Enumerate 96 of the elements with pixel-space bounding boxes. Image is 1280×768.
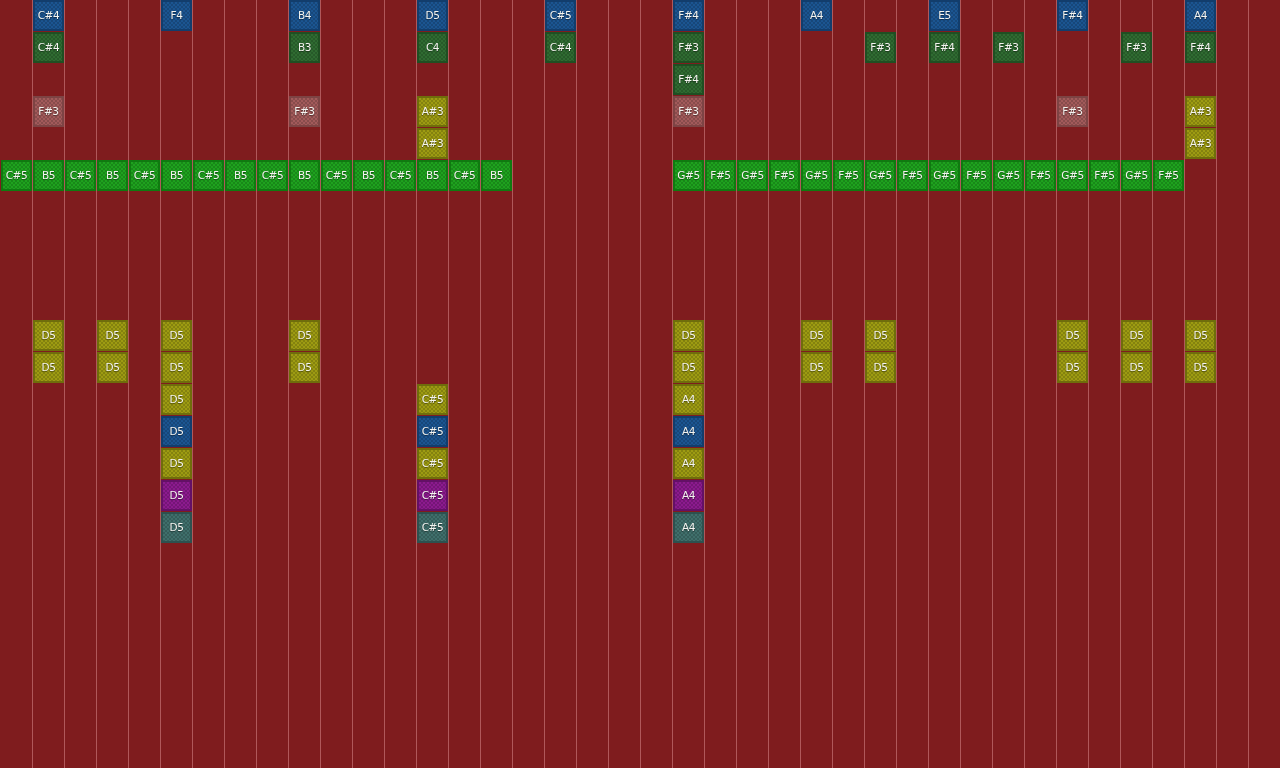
note-block: D5 [1057, 352, 1088, 383]
note-block: B5 [225, 160, 256, 191]
note-block: A#3 [1185, 96, 1216, 127]
note-block: C#4 [33, 0, 64, 31]
note-block: D5 [801, 352, 832, 383]
note-block: A4 [1185, 0, 1216, 31]
note-block: F#5 [705, 160, 736, 191]
note-block: G#5 [993, 160, 1024, 191]
note-block: F#4 [1057, 0, 1088, 31]
note-block: D5 [1057, 320, 1088, 351]
note-block: F#5 [833, 160, 864, 191]
note-block: D5 [97, 352, 128, 383]
note-block: F#5 [897, 160, 928, 191]
note-block: A4 [673, 416, 704, 447]
note-block: G#5 [1057, 160, 1088, 191]
note-block: B5 [289, 160, 320, 191]
note-block: B5 [481, 160, 512, 191]
note-block: C#5 [385, 160, 416, 191]
note-block: G#5 [673, 160, 704, 191]
note-block: C#5 [417, 512, 448, 543]
note-block: B4 [289, 0, 320, 31]
note-block: F#5 [769, 160, 800, 191]
note-block: D5 [417, 0, 448, 31]
note-block: F#3 [33, 96, 64, 127]
note-block: F4 [161, 0, 192, 31]
note-block: D5 [865, 352, 896, 383]
note-block: G#5 [737, 160, 768, 191]
note-block: F#3 [865, 32, 896, 63]
note-block: G#5 [929, 160, 960, 191]
note-block: G#5 [1121, 160, 1152, 191]
note-block: C#5 [257, 160, 288, 191]
note-block: F#5 [961, 160, 992, 191]
note-block: D5 [1185, 352, 1216, 383]
note-block: D5 [673, 352, 704, 383]
note-block: C#5 [129, 160, 160, 191]
note-block: C#4 [33, 32, 64, 63]
note-block: A4 [673, 384, 704, 415]
note-block: C#5 [417, 480, 448, 511]
note-block: G#5 [865, 160, 896, 191]
note-block: D5 [161, 448, 192, 479]
note-block: C#5 [417, 384, 448, 415]
note-block: D5 [801, 320, 832, 351]
note-block: D5 [33, 352, 64, 383]
note-block: F#3 [993, 32, 1024, 63]
note-block: C4 [417, 32, 448, 63]
note-block: D5 [161, 320, 192, 351]
note-block: F#5 [1153, 160, 1184, 191]
note-block: B3 [289, 32, 320, 63]
note-block: F#5 [1089, 160, 1120, 191]
note-block: D5 [97, 320, 128, 351]
note-block: C#5 [193, 160, 224, 191]
note-block: D5 [1185, 320, 1216, 351]
note-block: E5 [929, 0, 960, 31]
note-block: A#3 [417, 96, 448, 127]
note-block: C#4 [545, 32, 576, 63]
note-block: C#5 [449, 160, 480, 191]
note-block: C#5 [417, 416, 448, 447]
note-block: F#4 [929, 32, 960, 63]
note-block: D5 [161, 384, 192, 415]
note-block: D5 [161, 416, 192, 447]
note-block: F#3 [673, 32, 704, 63]
note-block: B5 [33, 160, 64, 191]
note-block: A#3 [417, 128, 448, 159]
note-block: A4 [801, 0, 832, 31]
note-block: F#4 [673, 64, 704, 95]
note-block: F#3 [289, 96, 320, 127]
note-block: A4 [673, 512, 704, 543]
note-block: B5 [97, 160, 128, 191]
note-block: D5 [161, 480, 192, 511]
note-block: A4 [673, 480, 704, 511]
note-block: D5 [289, 352, 320, 383]
note-block: D5 [865, 320, 896, 351]
note-block: D5 [33, 320, 64, 351]
note-block: F#3 [1121, 32, 1152, 63]
note-block: B5 [353, 160, 384, 191]
note-block: F#3 [1057, 96, 1088, 127]
note-block: D5 [161, 352, 192, 383]
note-block: D5 [673, 320, 704, 351]
note-block: D5 [1121, 320, 1152, 351]
note-block: F#5 [1025, 160, 1056, 191]
note-block: D5 [1121, 352, 1152, 383]
note-block: A4 [673, 448, 704, 479]
note-block: C#5 [1, 160, 32, 191]
note-block: A#3 [1185, 128, 1216, 159]
note-block: D5 [161, 512, 192, 543]
note-block: F#4 [673, 0, 704, 31]
note-block: F#3 [673, 96, 704, 127]
note-block: B5 [417, 160, 448, 191]
note-block: G#5 [801, 160, 832, 191]
note-block: C#5 [417, 448, 448, 479]
note-block: C#5 [65, 160, 96, 191]
note-block: B5 [161, 160, 192, 191]
note-block: C#5 [321, 160, 352, 191]
note-block: D5 [289, 320, 320, 351]
note-block: F#4 [1185, 32, 1216, 63]
note-block: C#5 [545, 0, 576, 31]
